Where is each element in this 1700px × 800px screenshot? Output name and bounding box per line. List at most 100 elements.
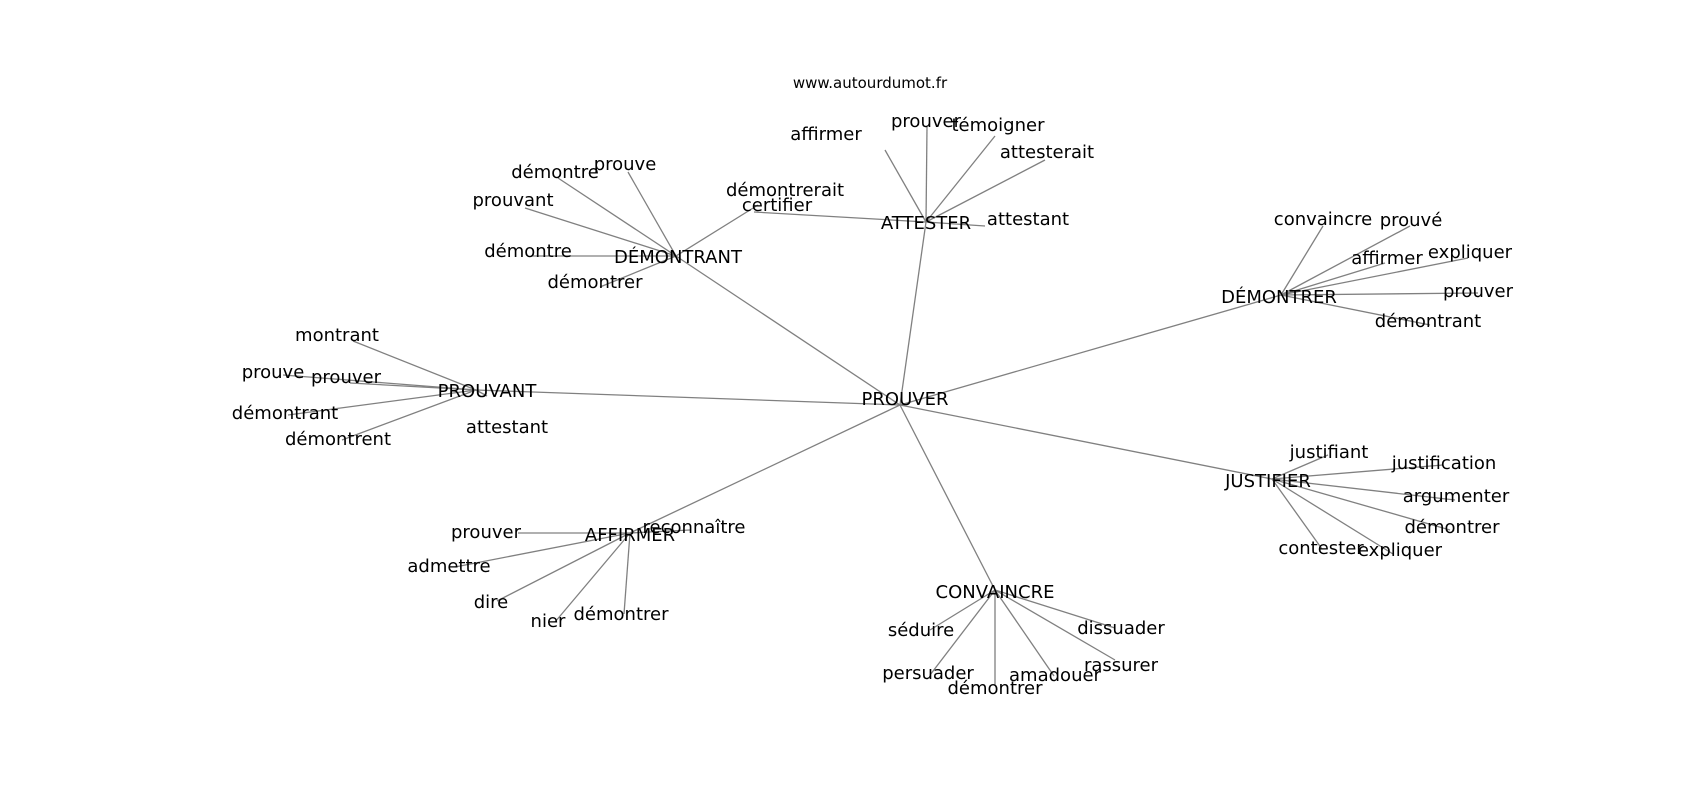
edge-center-to-cluster — [629, 404, 901, 534]
node-cluster[interactable]: PROUVANT — [438, 381, 538, 402]
node-word[interactable]: démontrent — [285, 429, 391, 450]
edge-cluster-to-word — [753, 211, 927, 223]
node-word[interactable]: attesterait — [1000, 142, 1094, 163]
edge-cluster-to-word — [1280, 292, 1479, 296]
graph-labels: PROUVERATTESTERaffirmerprouvertémoignera… — [232, 111, 1514, 699]
edge-cluster-to-word — [675, 204, 759, 257]
edge-cluster-to-word — [925, 159, 1046, 223]
node-word[interactable]: démontrer — [948, 678, 1044, 699]
edge-center-to-cluster — [899, 404, 1273, 480]
node-word[interactable]: prouvé — [1380, 210, 1443, 231]
edge-center-to-cluster — [899, 404, 996, 591]
edge-cluster-to-word — [929, 589, 996, 631]
node-word[interactable]: reconnaître — [643, 517, 746, 538]
node-word[interactable]: démontrant — [1375, 311, 1481, 332]
node-word[interactable]: affirmer — [1351, 248, 1423, 269]
edge-cluster-to-word — [994, 589, 1055, 677]
node-word[interactable]: justification — [1391, 453, 1497, 474]
node-cluster[interactable]: CONVAINCRE — [936, 582, 1055, 603]
node-center[interactable]: PROUVER — [862, 389, 949, 410]
node-word[interactable]: prouve — [242, 362, 305, 383]
source-label: www.autourdumot.fr — [793, 74, 948, 92]
edge-cluster-to-word — [1271, 478, 1451, 531]
edge-cluster-to-word — [629, 529, 691, 534]
edge-cluster-to-word — [884, 149, 927, 223]
graph-edges — [282, 126, 1479, 685]
node-cluster[interactable]: AFFIRMER — [585, 525, 675, 546]
node-word[interactable]: montrant — [295, 325, 379, 346]
edge-cluster-to-word — [623, 532, 631, 615]
node-word[interactable]: amadouer — [1009, 665, 1102, 686]
edge-cluster-to-word — [925, 221, 986, 227]
edge-cluster-to-word — [557, 177, 677, 257]
node-word[interactable]: affirmer — [790, 124, 862, 145]
node-word[interactable]: démontrerait — [726, 180, 844, 201]
node-word[interactable]: démontrant — [232, 403, 338, 424]
edge-cluster-to-word — [352, 340, 477, 391]
node-word[interactable]: démontre — [511, 162, 599, 183]
node-word[interactable]: expliquer — [1358, 540, 1443, 561]
edge-cluster-to-word — [349, 382, 477, 391]
node-word[interactable]: prouver — [451, 522, 522, 543]
node-cluster[interactable]: DÉMONTRANT — [614, 246, 743, 268]
edge-cluster-to-word — [287, 389, 477, 416]
node-word[interactable]: prouvant — [473, 190, 554, 211]
edge-cluster-to-word — [1280, 225, 1411, 296]
node-word[interactable]: prouver — [1443, 281, 1514, 302]
node-word[interactable]: démontre — [484, 241, 572, 262]
edge-cluster-to-word — [599, 255, 677, 288]
edge-cluster-to-word — [627, 171, 677, 257]
node-word[interactable]: convaincre — [1274, 209, 1372, 230]
node-cluster[interactable]: ATTESTER — [881, 213, 971, 234]
edge-cluster-to-word — [1271, 454, 1329, 480]
node-word[interactable]: nier — [531, 611, 566, 632]
edge-center-to-cluster — [899, 294, 1282, 406]
node-word[interactable]: certifier — [742, 195, 813, 216]
edge-cluster-to-word — [475, 389, 488, 397]
edge-cluster-to-word — [524, 207, 677, 257]
node-word[interactable]: séduire — [888, 620, 954, 641]
edge-cluster-to-word — [1280, 257, 1469, 296]
edge-cluster-to-word — [1271, 478, 1456, 501]
node-word[interactable]: argumenter — [1403, 486, 1510, 507]
node-word[interactable]: attestant — [987, 209, 1069, 230]
node-word[interactable]: justifiant — [1289, 442, 1369, 463]
edge-center-to-cluster — [475, 389, 901, 406]
edge-cluster-to-word — [496, 532, 631, 602]
node-word[interactable]: expliquer — [1428, 242, 1513, 263]
edge-cluster-to-word — [925, 135, 996, 223]
node-word[interactable]: dire — [474, 592, 509, 613]
edge-cluster-to-word — [994, 589, 1116, 629]
node-word[interactable]: prouver — [311, 367, 382, 388]
node-word[interactable]: prouver — [891, 111, 962, 132]
node-word[interactable]: prouve — [594, 154, 657, 175]
edge-cluster-to-word — [341, 389, 477, 441]
edge-center-to-cluster — [675, 255, 901, 406]
edge-cluster-to-word — [454, 532, 631, 568]
node-cluster[interactable]: JUSTIFIER — [1224, 471, 1311, 492]
edge-cluster-to-word — [994, 589, 1116, 661]
edge-cluster-to-word — [1280, 262, 1386, 296]
node-cluster[interactable]: DÉMONTRER — [1221, 286, 1337, 308]
node-word[interactable]: admettre — [407, 556, 490, 577]
edge-cluster-to-word — [1271, 464, 1444, 480]
node-word[interactable]: persuader — [882, 663, 974, 684]
node-word[interactable]: dissuader — [1077, 618, 1165, 639]
node-word[interactable]: témoigner — [952, 115, 1046, 136]
node-word[interactable]: démontrer — [548, 272, 644, 293]
edge-cluster-to-word — [925, 126, 928, 223]
edge-cluster-to-word — [1280, 225, 1324, 296]
edge-cluster-to-word — [554, 532, 631, 623]
node-word[interactable]: rassurer — [1084, 655, 1159, 676]
edge-cluster-to-word — [1280, 294, 1431, 326]
edge-cluster-to-word — [282, 374, 477, 391]
node-word[interactable]: démontrer — [1405, 517, 1501, 538]
node-word[interactable]: contester — [1278, 538, 1364, 559]
edge-center-to-cluster — [899, 221, 927, 406]
edge-cluster-to-word — [1271, 478, 1323, 550]
edge-cluster-to-word — [929, 589, 996, 676]
edge-cluster-to-word — [1271, 478, 1394, 555]
node-word[interactable]: attestant — [466, 417, 548, 438]
node-word[interactable]: démontrer — [574, 604, 670, 625]
